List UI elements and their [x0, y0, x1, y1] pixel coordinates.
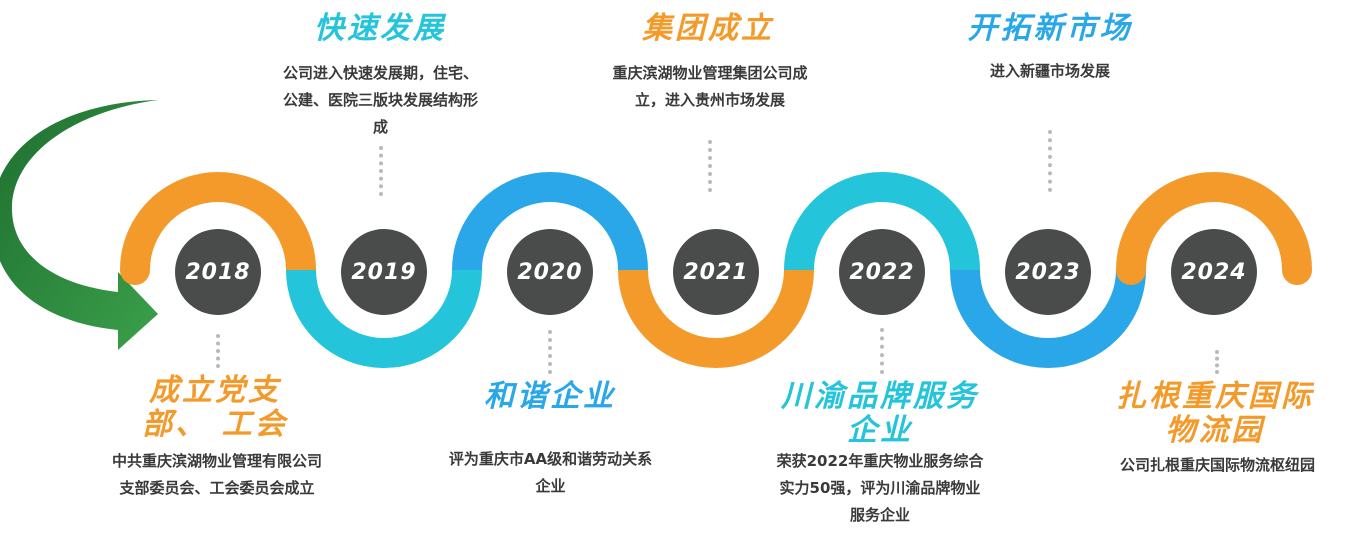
year-circle-2021: 2021	[673, 229, 759, 315]
year-circle-2020: 2020	[507, 229, 593, 315]
event-title-2022: 川渝品牌服务 企业	[781, 379, 979, 448]
arc-2019	[286, 269, 482, 368]
connector-2024	[1215, 350, 1219, 374]
event-desc-2024: 公司扎根重庆国际物流枢纽园	[1119, 456, 1315, 474]
year-circle-2022: 2022	[839, 229, 925, 315]
year-circle-2024: 2024	[1171, 229, 1257, 315]
year-circle-2019: 2019	[341, 229, 427, 315]
event-desc-2019: 公司进入快速发展期，住宅、公建、医院三版块发展结构形成	[282, 64, 478, 136]
connector-2020	[548, 330, 552, 374]
arc-2018	[120, 172, 316, 285]
connector-2018	[216, 334, 220, 368]
event-title-2018: 成立党支 部、 工会	[142, 373, 288, 442]
connector-2022	[880, 328, 884, 374]
year-circle-2023: 2023	[1005, 229, 1091, 315]
event-desc-2021: 重庆滨湖物业管理集团公司成立，进入贵州市场发展	[612, 64, 808, 109]
event-title-2020: 和谐企业	[484, 379, 616, 414]
arc-2023	[950, 269, 1146, 368]
arc-2024	[1116, 172, 1312, 285]
connector-2021	[708, 140, 712, 192]
connector-2019	[379, 146, 383, 196]
year-circle-2018: 2018	[175, 229, 261, 315]
arc-2020	[452, 172, 648, 271]
event-desc-2018: 中共重庆滨湖物业管理有限公司支部委员会、工会委员会成立	[112, 452, 323, 497]
event-title-2019: 快速发展	[314, 11, 446, 46]
curved-arrow-icon	[0, 100, 158, 350]
event-desc-2020: 评为重庆市AA级和谐劳动关系企业	[448, 450, 653, 495]
event-title-2023: 开拓新市场	[967, 11, 1133, 46]
event-title-2021: 集团成立	[642, 11, 774, 46]
connector-2023	[1048, 130, 1052, 192]
event-desc-2022: 荣获2022年重庆物业服务综合实力50强，评为川渝品牌物业服务企业	[776, 452, 984, 524]
arc-2021	[618, 269, 814, 368]
event-title-2024: 扎根重庆国际 物流园	[1116, 379, 1314, 448]
event-desc-2023: 进入新疆市场发展	[989, 62, 1110, 80]
arc-2022	[784, 172, 980, 271]
